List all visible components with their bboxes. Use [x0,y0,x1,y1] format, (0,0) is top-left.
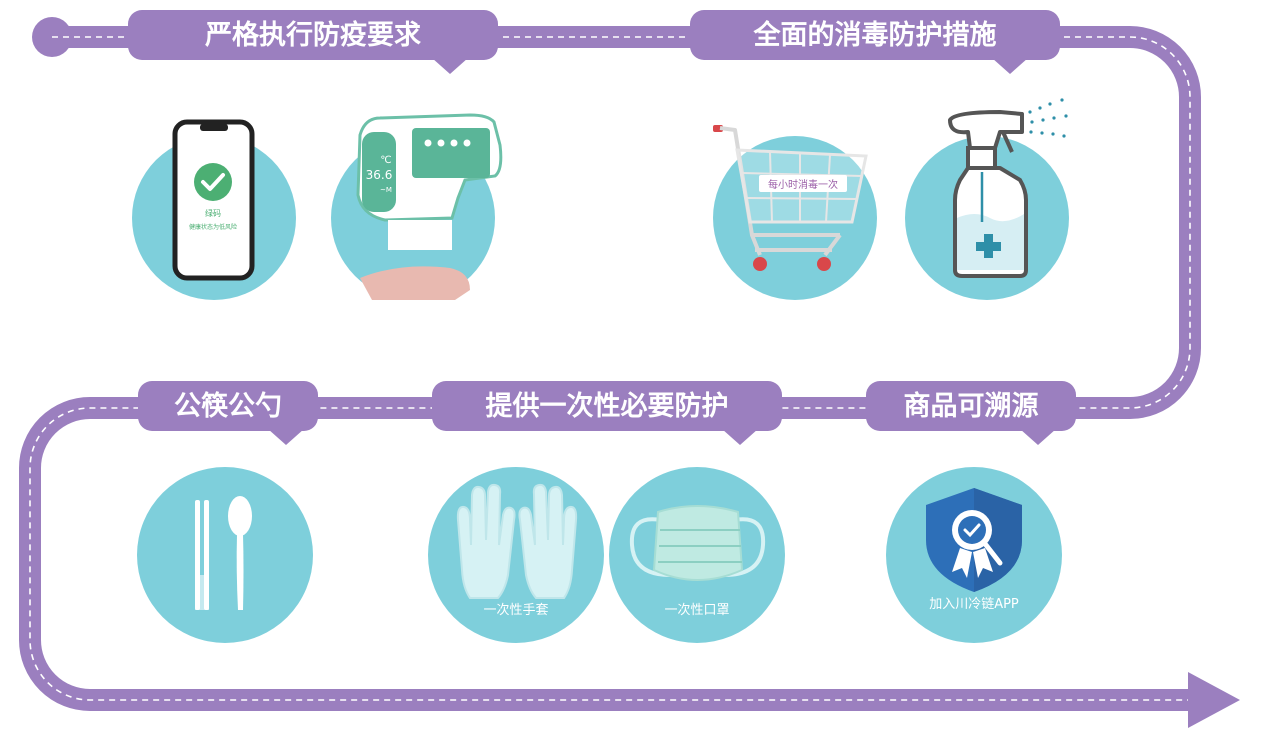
gloves-label: 一次性手套 [483,602,548,618]
section-title-text: 商品可溯源 [904,391,1039,422]
section-title-4: 提供一次性必要防护 [432,381,782,445]
traceability-app-label: 加入川冷链APP [929,597,1019,612]
health-status-text: 健康状态为低风险 [189,223,237,231]
gloves-icon: 一次性手套 [428,467,604,643]
arrow-head-icon [1188,672,1240,728]
section-title-text: 公筷公勺 [174,390,282,422]
shopping-cart-icon: 每小时消毒一次 [713,125,877,300]
section-title-text: 严格执行防疫要求 [205,19,421,51]
section-title-5: 商品可溯源 [866,381,1076,445]
disinfect-schedule-label: 每小时消毒一次 [768,178,838,191]
chopsticks-spoon-icon [137,467,313,643]
thermometer-gun-icon: ℃ 36.6 ~M [331,113,503,300]
temperature-unit: ℃ [380,155,391,166]
health-code-label: 绿码 [205,209,221,218]
disinfectant-spray-icon [905,98,1069,300]
section-title-text: 全面的消毒防护措施 [753,19,997,51]
section-title-text: 提供一次性必要防护 [486,391,729,422]
health-code-phone-icon: 绿码 健康状态为低风险 [132,119,296,300]
mask-label: 一次性口罩 [664,602,729,618]
temperature-mode: ~M [380,186,392,194]
face-mask-icon: 一次性口罩 [609,467,785,643]
section-title-2: 全面的消毒防护措施 [690,10,1060,74]
section-title-3: 公筷公勺 [138,381,318,445]
section-title-1: 严格执行防疫要求 [128,10,498,74]
temperature-reading: 36.6 [366,168,393,182]
certified-shield-icon: 加入川冷链APP [886,467,1062,643]
